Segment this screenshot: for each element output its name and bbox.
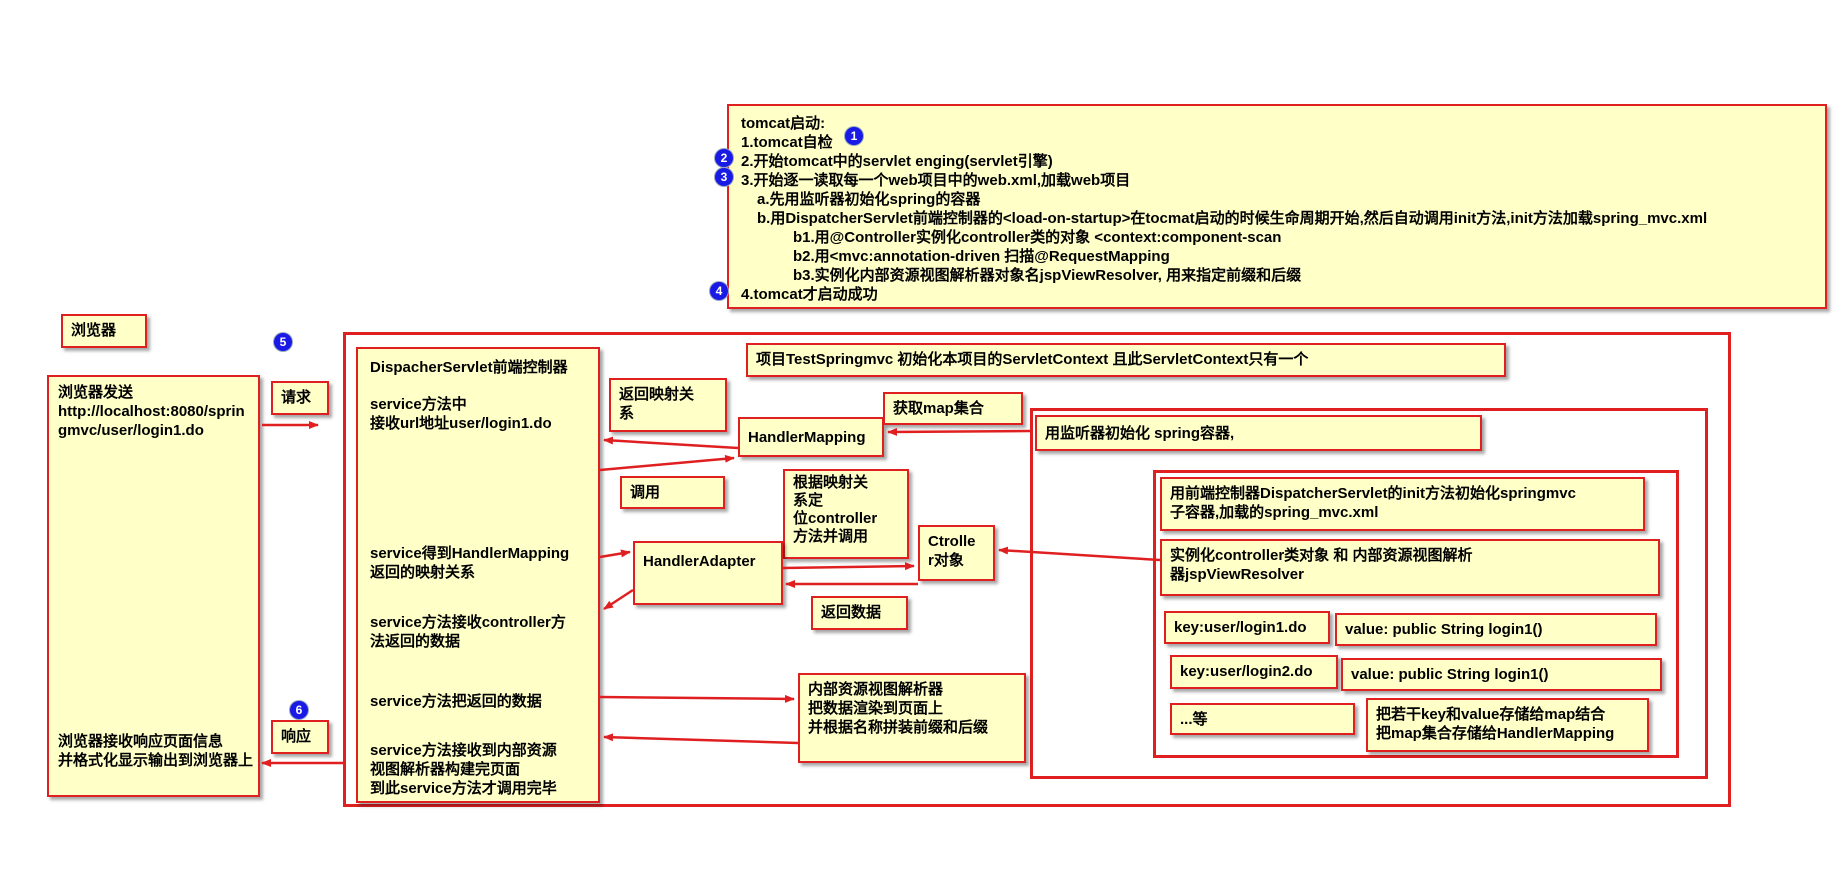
servlet-context-frame (343, 332, 1731, 807)
return-data-label: 返回数据 (811, 596, 908, 630)
step-badge-5: 5 (274, 333, 292, 351)
step-badge-3: 3 (715, 168, 733, 186)
servlet-context-note: 项目TestSpringmvc 初始化本项目的ServletContext 且此… (746, 343, 1506, 377)
tomcat-line-8: b3.实例化内部资源视图解析器对象名jspViewResolver, 用来指定前… (793, 267, 1302, 284)
value-login2: value: public String login1() (1341, 658, 1662, 691)
controller-object-box: Ctrolle r对象 (918, 525, 995, 581)
return-mapping-label: 返回映射关 系 (609, 378, 727, 432)
value-login1: value: public String login1() (1335, 613, 1657, 646)
step-badge-2: 2 (715, 149, 733, 167)
springmvc-child-container-frame (1153, 470, 1679, 758)
browser-title: 浏览器 (61, 314, 147, 348)
dispatcher-step-receive-url: service方法中 接收url地址user/login1.do (370, 396, 552, 432)
tomcat-line-6: b1.用@Controller实例化controller类的对象 <contex… (793, 229, 1282, 246)
listener-init-box: 用监听器初始化 spring容器, (1035, 415, 1482, 451)
handler-adapter-box: HandlerAdapter (633, 541, 783, 605)
tomcat-line-9: 4.tomcat才启动成功 (741, 286, 878, 303)
key-login2: key:user/login2.do (1170, 655, 1338, 689)
dispatcher-step-finish: service方法接收到内部资源 视图解析器构建完页面 到此service方法才… (370, 742, 557, 797)
response-label: 响应 (271, 720, 329, 754)
dispatcher-frame (356, 347, 600, 803)
dispatcher-step-send-data: service方法把返回的数据 (370, 693, 542, 710)
dispatcher-step-receive-data: service方法接收controller方 法返回的数据 (370, 614, 566, 650)
key-login1: key:user/login1.do (1164, 611, 1330, 644)
tomcat-line-4: a.先用监听器初始化spring的容器 (757, 191, 981, 208)
tomcat-line-1: 1.tomcat自检 (741, 134, 833, 151)
step-badge-6: 6 (290, 701, 308, 719)
step-badge-4: 4 (710, 282, 728, 300)
tomcat-line-5: b.用DispatcherServlet前端控制器的<load-on-start… (757, 210, 1708, 227)
handler-mapping-box: HandlerMapping (738, 417, 884, 457)
browser-receive-text: 浏览器接收响应页面信息 并格式化显示输出到浏览器上 (58, 733, 254, 769)
request-label: 请求 (271, 381, 329, 415)
view-resolver-box: 内部资源视图解析器 把数据渲染到页面上 并根据名称拼装前缀和后缀 (798, 673, 1026, 763)
spring-container-frame (1030, 408, 1708, 779)
step-badge-1: 1 (845, 127, 863, 145)
get-map-label: 获取map集合 (883, 392, 1023, 425)
tomcat-line-0: tomcat启动: (741, 115, 826, 132)
dispatcher-step-get-mapping: service得到HandlerMapping 返回的映射关系 (370, 545, 570, 581)
tomcat-line-7: b2.用<mvc:annotation-driven 扫描@RequestMap… (793, 248, 1170, 265)
tomcat-line-2: 2.开始tomcat中的servlet enging(servlet引擎) (741, 153, 1053, 170)
tomcat-startup-panel: tomcat启动: 1.tomcat自检 2.开始tomcat中的servlet… (727, 104, 1827, 309)
tomcat-line-3: 3.开始逐一读取每一个web项目中的web.xml,加载web项目 (741, 172, 1131, 189)
browser-send-text: 浏览器发送 http://localhost:8080/springmvc/us… (58, 384, 245, 439)
dispatcher-title: DispacherServlet前端控制器 (370, 359, 568, 376)
invoke-label: 调用 (620, 476, 725, 509)
init-child-container-box: 用前端控制器DispatcherServlet的init方法初始化springm… (1160, 477, 1645, 531)
locate-controller-label: 根据映射关 系定 位controller 方法并调用 (783, 469, 909, 559)
browser-column (47, 375, 260, 797)
etc-box: ...等 (1170, 703, 1355, 735)
instantiate-controller-box: 实例化controller类对象 和 内部资源视图解析 器jspViewReso… (1160, 539, 1660, 596)
map-storage-note: 把若干key和value存储给map结合 把map集合存储给HandlerMap… (1366, 698, 1649, 752)
